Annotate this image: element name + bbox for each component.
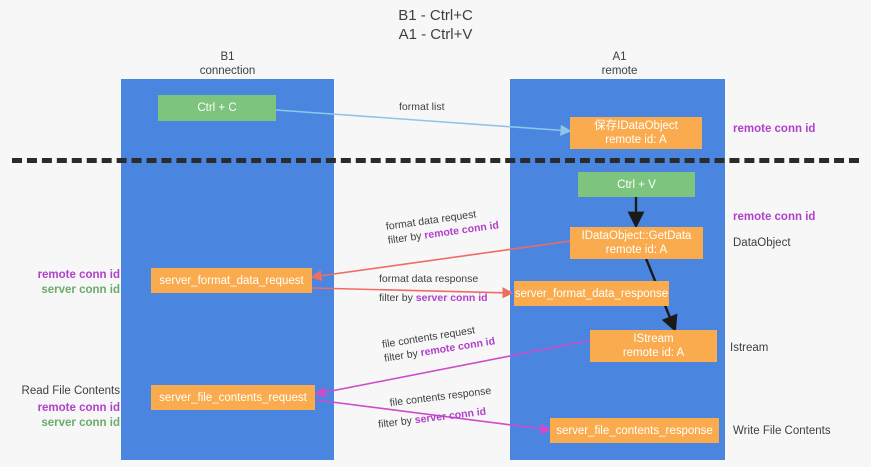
left-label-conn-ids-bottom: remote conn id server conn id xyxy=(10,401,120,431)
node-idataobject-saved[interactable]: 保存IDataObject remote id: A xyxy=(570,117,702,149)
filter-key-server-conn-id: server conn id xyxy=(415,292,488,304)
column-header-a1: A1 remote xyxy=(601,51,638,77)
left-label-conn-ids-mid: remote conn id server conn id xyxy=(10,268,120,298)
right-label-write-file-contents: Write File Contents xyxy=(733,425,831,437)
edge-file-contents-request xyxy=(314,339,593,398)
edge-label-format-list: format list xyxy=(399,101,445,113)
edge-format-data-request xyxy=(310,239,579,282)
right-label-istream: Istream xyxy=(730,342,769,354)
left-label-read-file-contents: Read File Contents xyxy=(21,385,120,397)
edge-format-data-response xyxy=(311,287,514,299)
node-server-format-data-request[interactable]: server_format_data_request xyxy=(151,268,312,293)
node-ctrl-c[interactable]: Ctrl + C xyxy=(158,95,276,121)
phase-divider xyxy=(12,158,859,163)
right-label-remote-conn-id-mid: remote conn id xyxy=(733,211,816,223)
left-label-server-conn-id: server conn id xyxy=(41,417,120,429)
edge-label-format-data-response: format data response xyxy=(379,273,479,285)
edge-file-contents-response xyxy=(315,399,552,435)
node-server-file-contents-request[interactable]: server_file_contents_request xyxy=(151,385,315,410)
node-idataobject-getdata[interactable]: IDataObject::GetData remote id: A xyxy=(570,227,703,259)
node-istream[interactable]: IStream remote id: A xyxy=(590,330,717,362)
edge-label-format-data-response-filter: filter by server conn id xyxy=(379,291,488,305)
right-label-remote-conn-id-top: remote conn id xyxy=(733,123,816,135)
left-label-remote-conn-id: remote conn id xyxy=(37,269,120,281)
node-server-file-contents-response[interactable]: server_file_contents_response xyxy=(550,418,719,443)
node-server-format-data-response[interactable]: server_format_data_response xyxy=(514,281,669,306)
filter-prefix: filter by xyxy=(379,292,416,304)
edge-label-format-data-response-group: format data response filter by server co… xyxy=(379,272,488,305)
column-header-b1: B1 connection xyxy=(199,51,256,77)
left-label-remote-conn-id: remote conn id xyxy=(37,402,120,414)
diagram-title: B1 - Ctrl+C A1 - Ctrl+V xyxy=(398,7,473,43)
node-ctrl-v[interactable]: Ctrl + V xyxy=(578,172,695,197)
left-label-read-file-contents-group: Read File Contents xyxy=(8,384,120,399)
left-label-server-conn-id: server conn id xyxy=(41,284,120,296)
edge-format-list xyxy=(275,109,572,136)
right-label-dataobject: DataObject xyxy=(733,237,791,249)
